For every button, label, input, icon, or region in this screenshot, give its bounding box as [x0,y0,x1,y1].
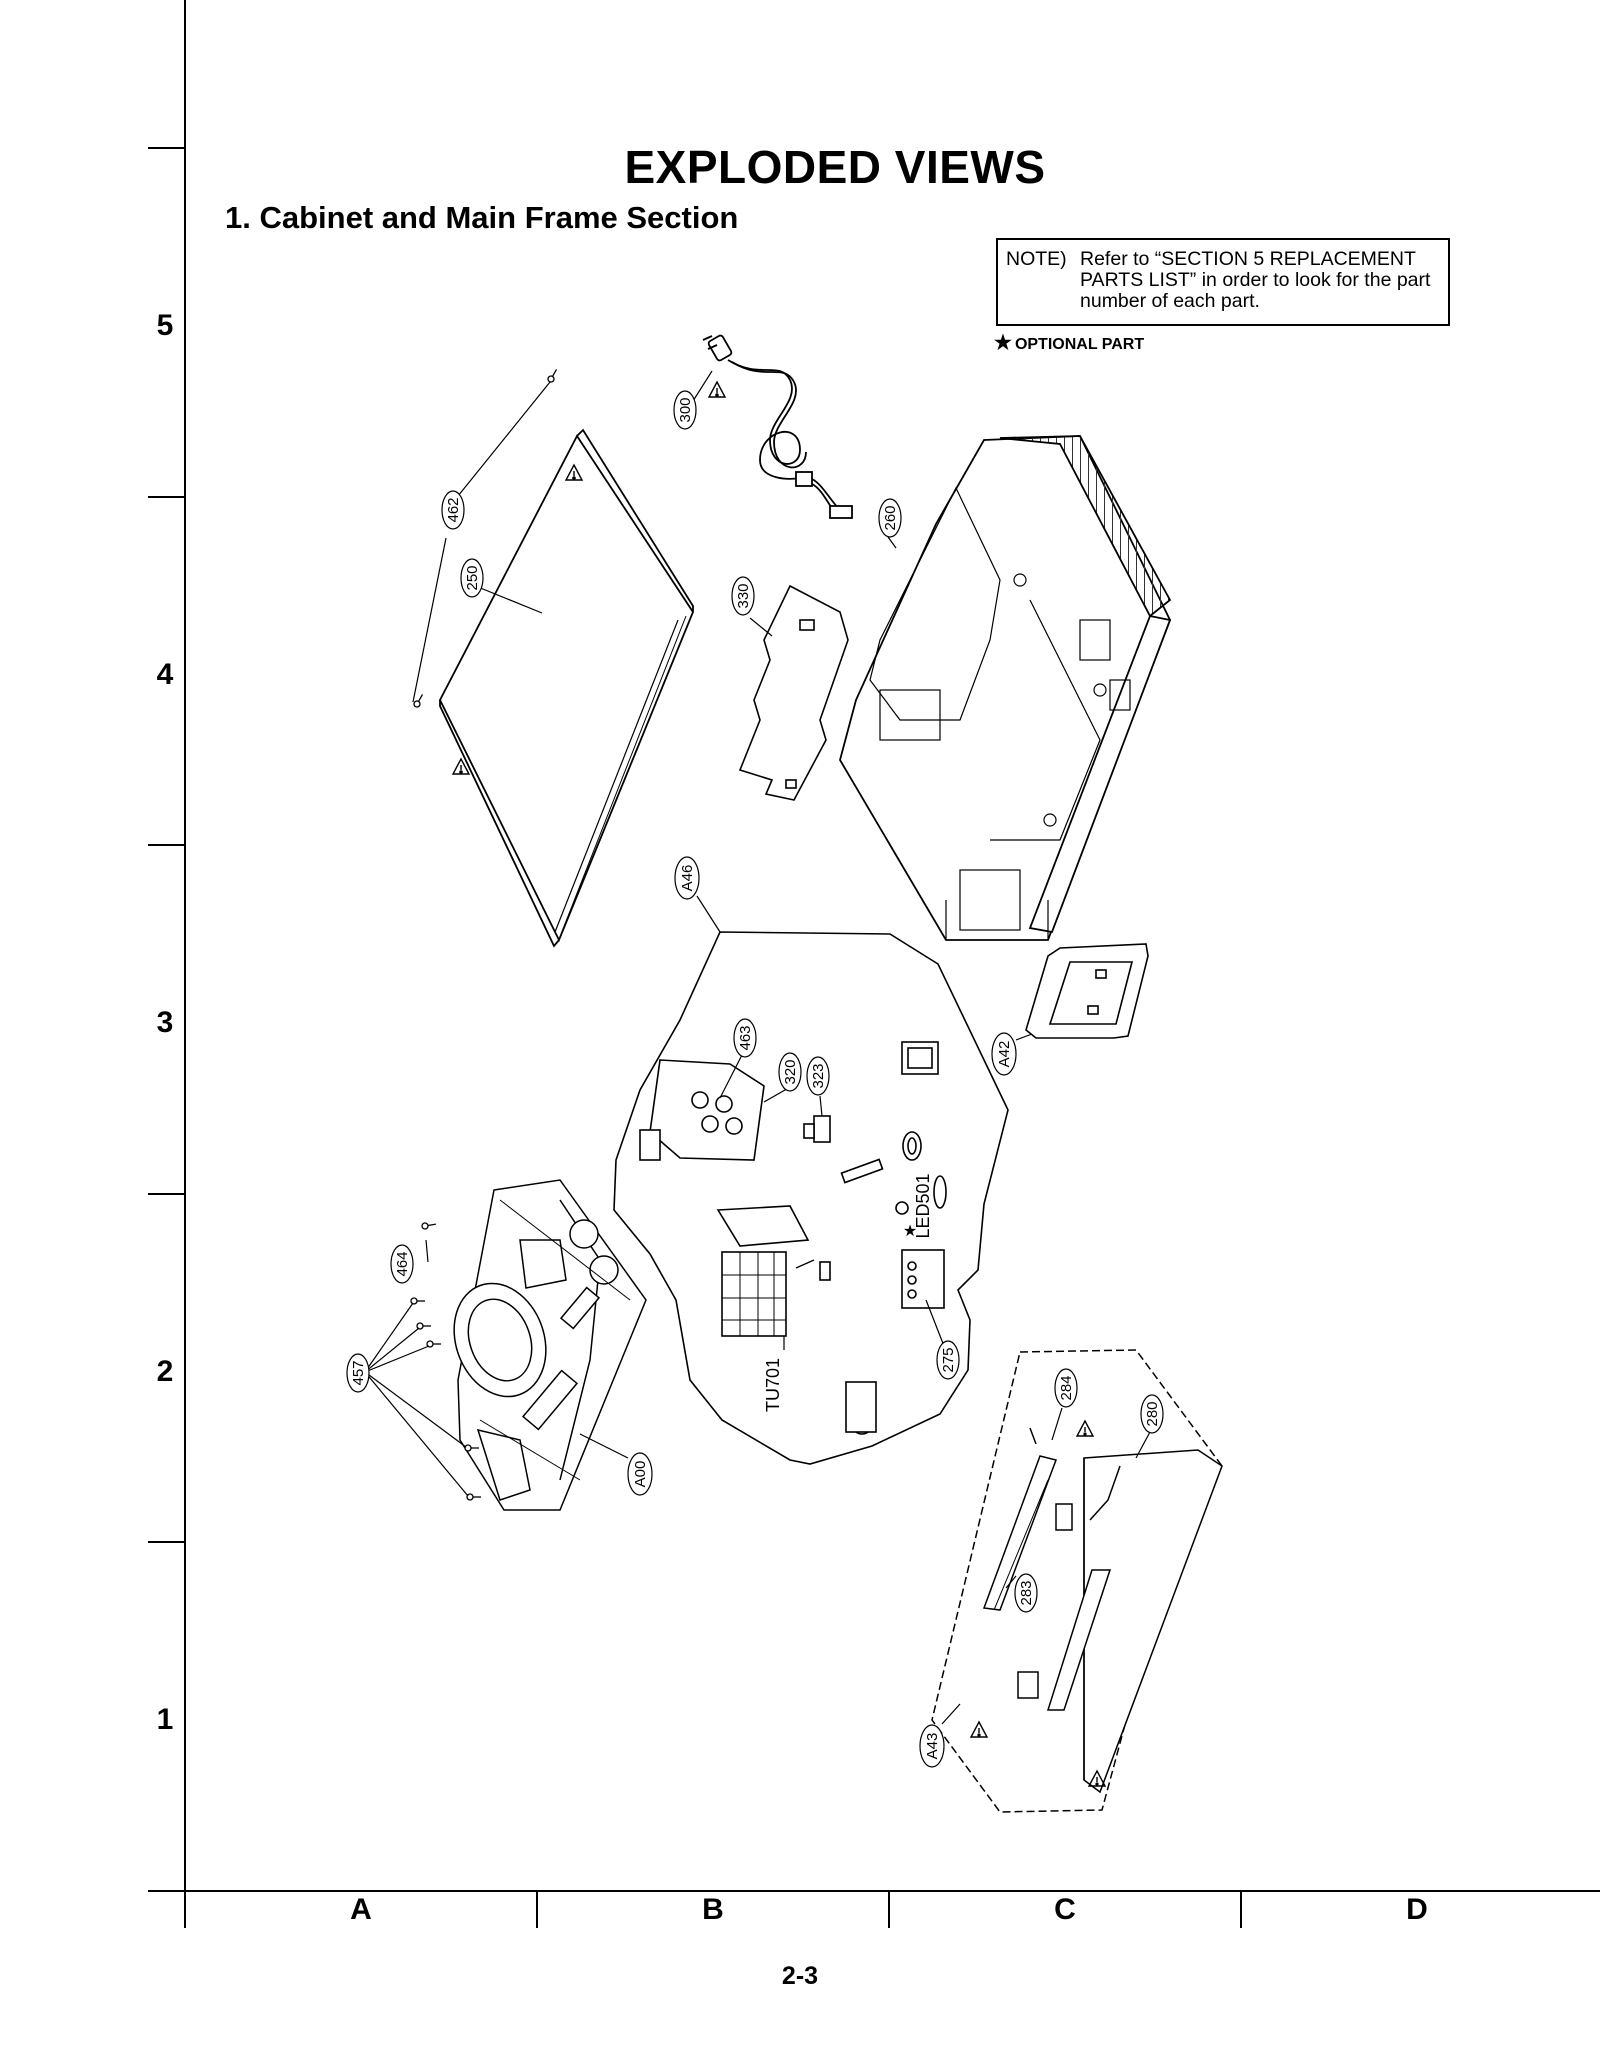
callout-280: 280 [1140,1394,1164,1434]
callout-283-text: 283 [1018,1580,1035,1605]
callout-a46: A46 [674,856,700,900]
main-pcb [613,931,1009,1465]
audio-head-plug [840,1131,922,1184]
av-jack-assembly [639,1059,765,1161]
callout-464: 464 [390,1244,414,1284]
callout-led501: LED501 [913,1173,933,1238]
tuner-tu701 [716,1205,810,1337]
column-label-c: C [1054,1893,1076,1926]
row-label-5: 5 [156,309,174,342]
led501 [895,1175,947,1215]
callout-275: 275 [936,1340,960,1380]
callout-464-text: 464 [394,1251,411,1276]
callout-labels: 300 462 250 330 260 A46 A42 463 320 323 … [346,390,1164,1768]
row-label-2: 2 [156,1355,174,1388]
main-chassis-frame [839,435,1172,941]
connector-323 [803,1115,831,1143]
row-label-4: 4 [156,658,174,691]
callout-250: 250 [460,558,484,598]
row-label-3: 3 [156,1006,174,1039]
callout-led501-text: LED501 [913,1173,933,1238]
callout-283: 283 [1014,1573,1038,1613]
callout-284-text: 284 [1058,1375,1075,1400]
callout-463-text: 463 [737,1025,754,1050]
callout-a00: A00 [627,1452,653,1496]
page-title: EXPLODED VIEWS [624,141,1046,193]
note-label: NOTE) [1006,248,1067,270]
column-label-d: D [1406,1893,1428,1926]
callout-300: 300 [673,390,697,430]
callout-a00-text: A00 [632,1461,649,1488]
callout-323: 323 [806,1056,830,1096]
page-number: 2-3 [781,1962,819,1990]
callout-a43-text: A43 [924,1733,941,1760]
callout-330-text: 330 [735,583,752,608]
note-text: Refer to “SECTION 5 REPLACEMENT PARTS LI… [1080,248,1431,312]
callout-457-text: 457 [350,1360,367,1385]
column-label-b: B [702,1893,724,1926]
callout-320-text: 320 [782,1059,799,1084]
callout-tu701: TU701 [763,1358,783,1412]
insulation-sheet [738,584,849,801]
callout-260: 260 [878,498,902,538]
small-pcb [1025,943,1149,1039]
column-label-a: A [350,1893,372,1926]
top-cabinet-panel [438,428,695,948]
callout-tu701-text: TU701 [763,1358,783,1412]
star-icon: ★ [994,332,1012,354]
row-label-1: 1 [156,1703,174,1736]
connector-275 [901,1249,945,1309]
callout-a43: A43 [919,1724,945,1768]
sensor-block [901,1041,939,1075]
callout-320: 320 [778,1052,802,1092]
leader-lines [364,370,1151,1725]
power-cord [702,334,853,519]
callout-275-text: 275 [940,1347,957,1372]
grid-frame [148,0,1600,1928]
callout-457: 457 [346,1353,370,1393]
callout-a42: A42 [991,1032,1017,1076]
section-subtitle: 1. Cabinet and Main Frame Section [225,200,739,235]
front-panel-assembly [931,1349,1223,1813]
rca-jacks [845,1381,877,1435]
callout-463: 463 [733,1018,757,1058]
callout-a46-text: A46 [679,865,696,892]
deck-mechanism [453,1179,647,1511]
callout-280-text: 280 [1144,1401,1161,1426]
callout-250-text: 250 [464,565,481,590]
callout-462: 462 [441,490,465,530]
callout-330: 330 [731,576,755,616]
led501-star-icon: ★ [903,1223,917,1240]
callout-a42-text: A42 [996,1041,1013,1068]
callout-260-text: 260 [882,505,899,530]
optional-part-legend: ★OPTIONAL PART [994,330,1144,355]
optional-part-label: OPTIONAL PART [1014,336,1145,353]
note-box: NOTE) Refer to “SECTION 5 REPLACEMENT PA… [996,238,1450,326]
callout-300-text: 300 [677,397,694,422]
callout-284: 284 [1054,1368,1078,1408]
callout-323-text: 323 [810,1063,827,1088]
callout-462-text: 462 [445,497,462,522]
